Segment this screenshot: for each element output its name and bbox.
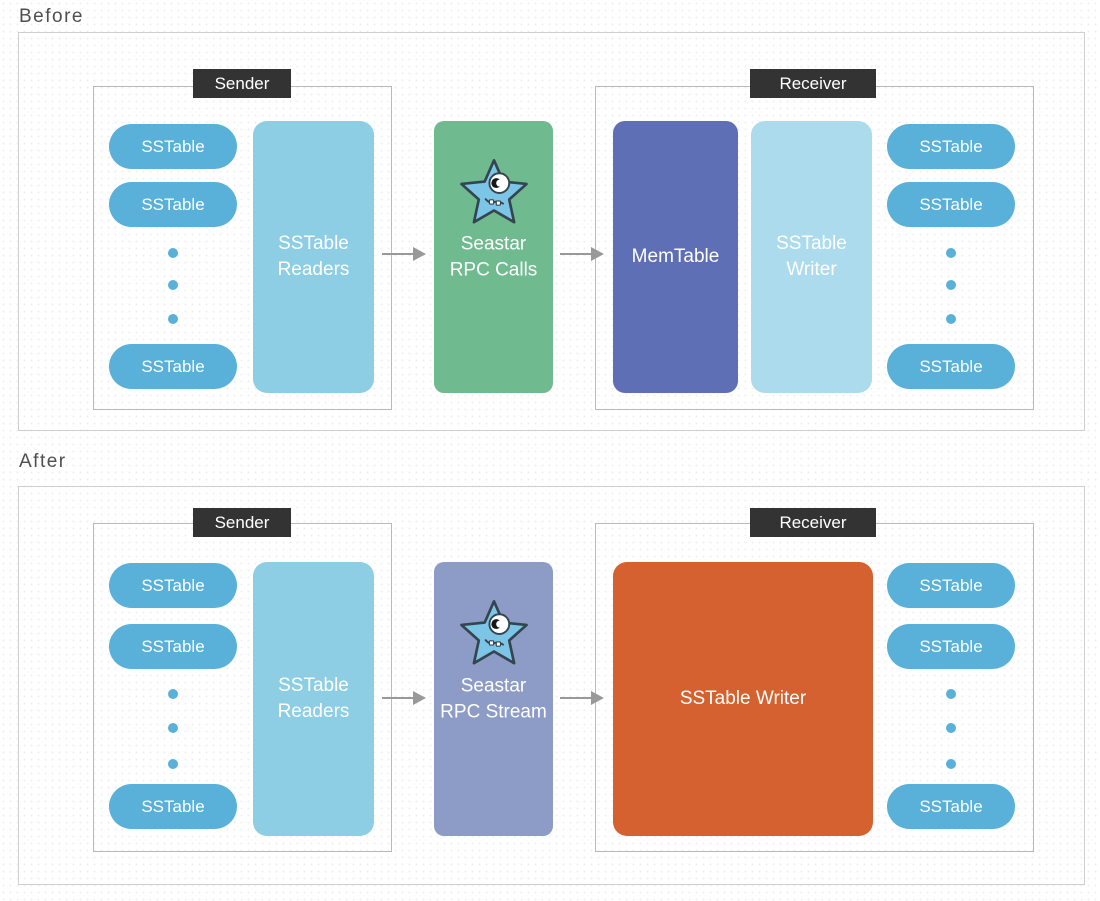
flow-arrow-rpc-to-receiver	[560, 691, 604, 705]
memtable-box: MemTable	[613, 121, 738, 393]
flow-arrow-sender-to-rpc	[382, 691, 426, 705]
after-panel: Sender SSTable SSTable SSTable SSTable R…	[18, 486, 1085, 885]
before-heading: Before	[19, 6, 84, 27]
ellipsis-dot	[946, 689, 956, 699]
ellipsis-dot	[946, 280, 956, 290]
seastar-rpc-stream-box: Seastar RPC Stream	[434, 562, 553, 836]
sstable-writer-box: SSTable Writer	[613, 562, 873, 836]
sstable-pill: SSTable	[109, 344, 237, 389]
seastar-mascot-icon	[459, 158, 528, 224]
flow-arrow-sender-to-rpc	[382, 247, 426, 261]
sstable-pill: SSTable	[109, 124, 237, 169]
sender-tag: Sender	[193, 69, 291, 98]
ellipsis-dot	[946, 759, 956, 769]
ellipsis-dot	[168, 280, 178, 290]
receiver-tag: Receiver	[750, 508, 876, 537]
rpc-box-label-line1: Seastar	[460, 675, 527, 697]
sstable-pill: SSTable	[109, 563, 237, 608]
sstable-pill: SSTable	[109, 784, 237, 829]
arrow-shaft	[382, 253, 415, 255]
rpc-box-label: Seastar RPC Stream	[434, 673, 553, 724]
arrow-head-icon	[413, 247, 426, 261]
sstable-readers-box: SSTable Readers	[253, 121, 374, 393]
rpc-box-label: Seastar RPC Calls	[434, 231, 553, 282]
ellipsis-dot	[168, 689, 178, 699]
rpc-box-label-line1: Seastar	[460, 233, 527, 255]
sstable-pill: SSTable	[887, 182, 1015, 227]
arrow-head-icon	[413, 691, 426, 705]
flow-arrow-rpc-to-receiver	[560, 247, 604, 261]
seastar-mascot-icon	[459, 599, 528, 665]
ellipsis-dot	[946, 248, 956, 258]
after-heading: After	[19, 451, 67, 472]
seastar-rpc-calls-box: Seastar RPC Calls	[434, 121, 553, 393]
ellipsis-dot	[168, 759, 178, 769]
arrow-shaft	[382, 697, 415, 699]
sstable-writer-box: SSTable Writer	[751, 121, 872, 393]
ellipsis-dot	[168, 314, 178, 324]
arrow-shaft	[560, 697, 593, 699]
sstable-pill: SSTable	[109, 182, 237, 227]
sstable-readers-box: SSTable Readers	[253, 562, 374, 836]
sender-tag: Sender	[193, 508, 291, 537]
rpc-box-label-line2: RPC Calls	[449, 259, 538, 280]
arrow-head-icon	[591, 691, 604, 705]
sstable-pill: SSTable	[887, 624, 1015, 669]
sstable-pill: SSTable	[887, 124, 1015, 169]
sstable-pill: SSTable	[887, 563, 1015, 608]
arrow-shaft	[560, 253, 593, 255]
ellipsis-dot	[168, 723, 178, 733]
rpc-box-label-line2: RPC Stream	[440, 701, 547, 722]
ellipsis-dot	[946, 314, 956, 324]
ellipsis-dot	[168, 248, 178, 258]
before-panel: Sender SSTable SSTable SSTable SSTable R…	[18, 32, 1085, 431]
receiver-tag: Receiver	[750, 69, 876, 98]
arrow-head-icon	[591, 247, 604, 261]
ellipsis-dot	[946, 723, 956, 733]
sstable-pill: SSTable	[887, 344, 1015, 389]
sstable-pill: SSTable	[887, 784, 1015, 829]
sstable-pill: SSTable	[109, 624, 237, 669]
